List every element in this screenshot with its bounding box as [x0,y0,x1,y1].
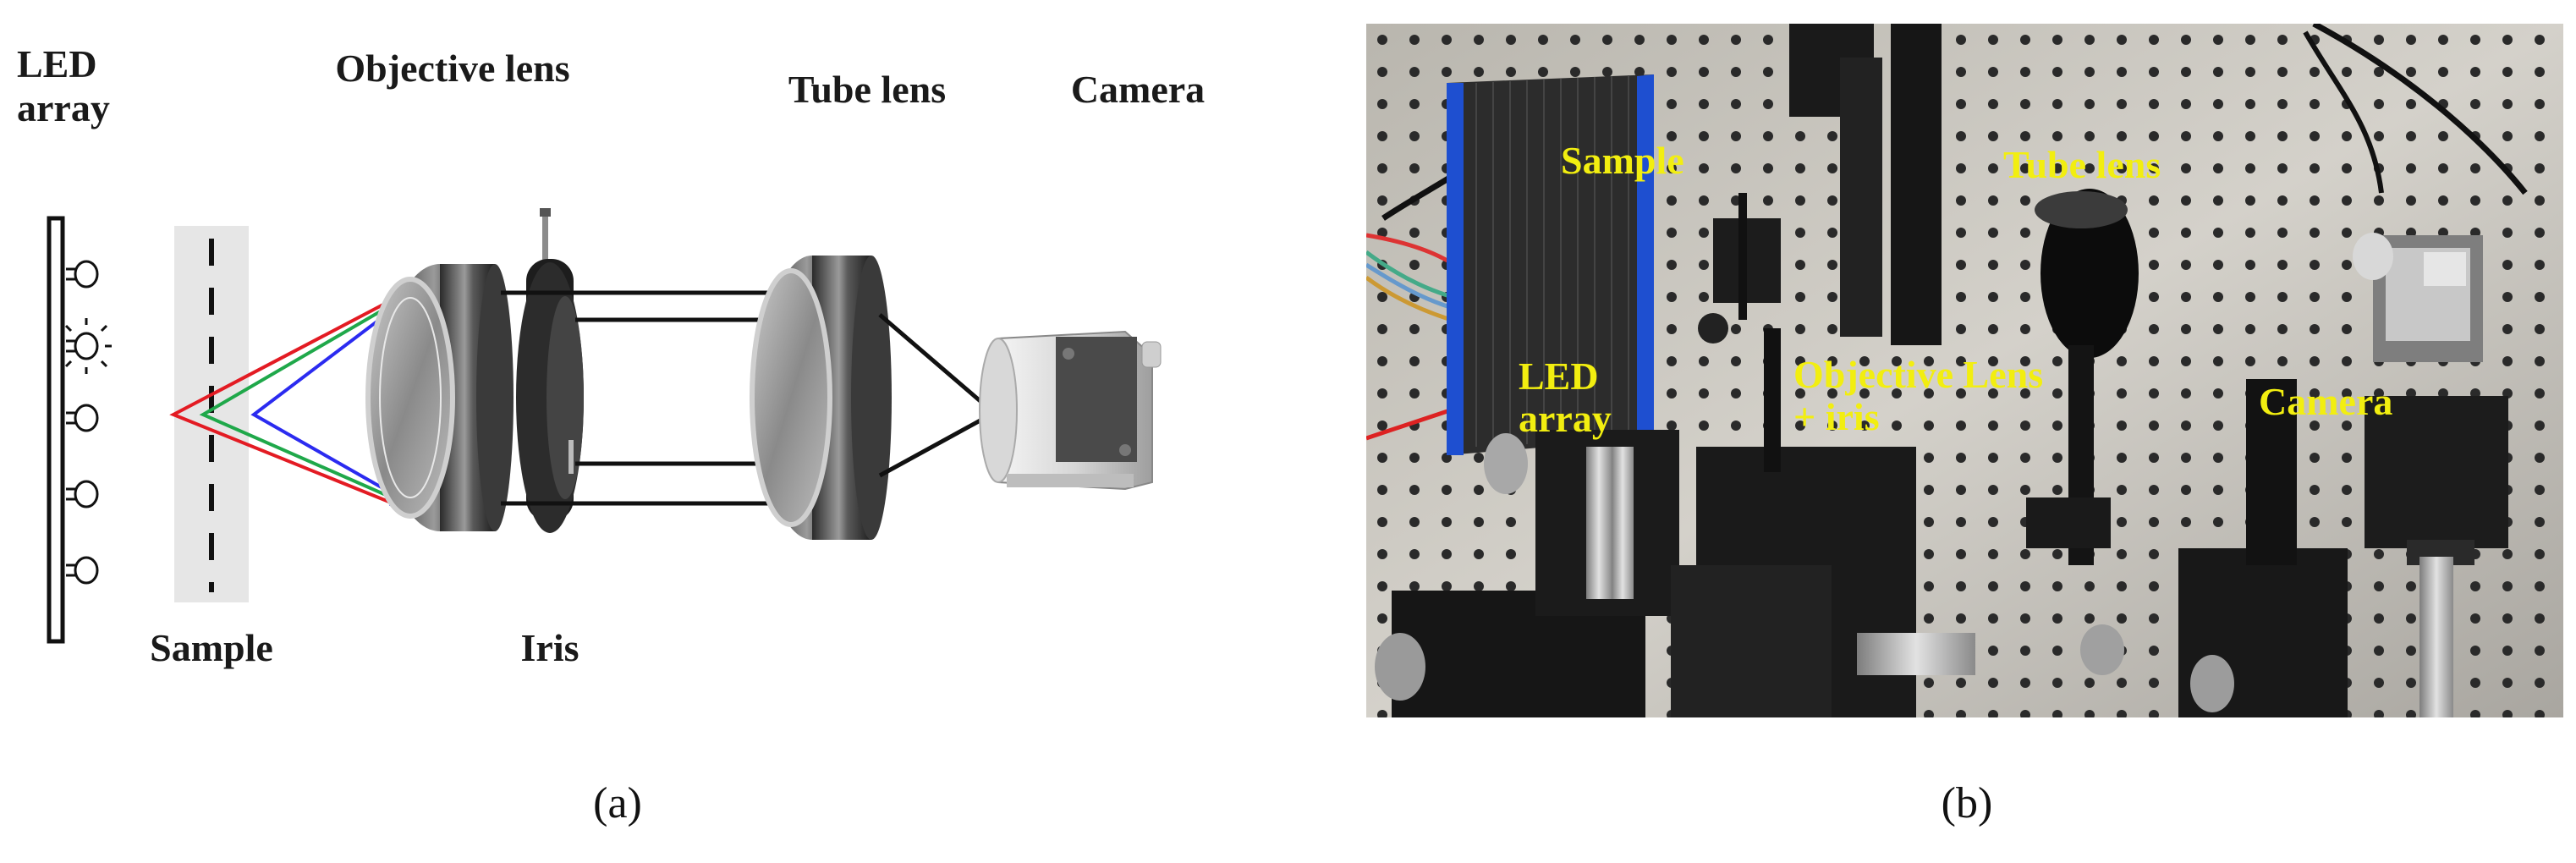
photo-camera-label: Camera [2259,380,2393,423]
led-5 [66,556,99,585]
micrometers [1375,433,2453,717]
camera [979,330,1162,491]
led-2-lit [64,318,112,374]
objective-lens-label: Objective lens [335,47,570,90]
photo-led-array-label: LED array [1519,355,1612,440]
tube-lens [750,256,892,540]
sample-label: Sample [150,626,273,669]
sample-slide [174,226,249,602]
light-rays [169,293,403,508]
photo-objective-label: Objective Lens + iris [1793,353,2044,438]
schematic-diagram [47,208,1162,644]
objective-lens [365,264,514,531]
led-array-panel [1447,74,1654,455]
camera-label: Camera [1070,68,1206,111]
translation-stages [1392,379,2508,717]
focusing-beams [878,313,996,478]
photo-sample-label: Sample [1561,139,1684,182]
led-array [47,216,112,644]
objective-holder [1698,193,1781,472]
caption-b: (b) [1941,779,1993,827]
caption-a: (a) [593,779,642,827]
led-3 [66,404,99,432]
camera-photo [2353,233,2483,362]
setup-photograph [1366,24,2563,717]
photo-tube-lens-label: Tube lens [2003,143,2161,186]
led-4 [66,480,99,508]
tube-lens-photo [2026,189,2139,565]
tube-lens-label: Tube lens [788,68,947,111]
iris [516,208,584,533]
led-1 [66,260,99,289]
led-array-label: LED array [17,42,110,129]
iris-label: Iris [520,626,579,669]
